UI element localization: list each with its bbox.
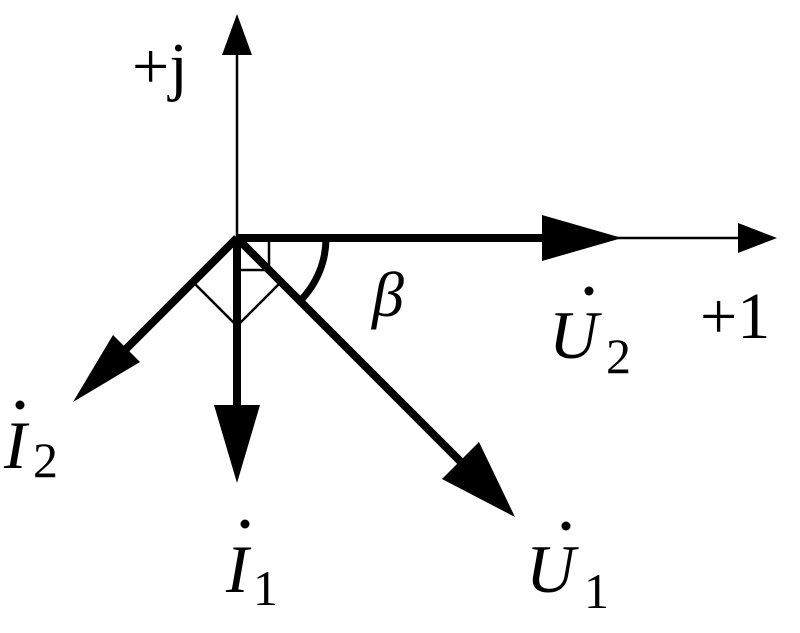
phasor-u1-line — [234, 235, 473, 474]
real-axis-label: +1 — [700, 280, 770, 353]
i1-dot — [240, 519, 250, 529]
i1-label-letter: I — [225, 531, 252, 607]
u1-label-subscript: 1 — [584, 563, 609, 619]
phasor-i2-line — [113, 235, 240, 362]
u2-label-letter: U — [549, 297, 602, 373]
u2-label-subscript: 2 — [606, 328, 631, 384]
imaginary-axis-arrowhead — [222, 14, 252, 55]
phasor-i2-arrowhead — [73, 335, 140, 402]
real-axis-arrowhead — [738, 223, 777, 253]
angle-arc-beta — [297, 237, 330, 304]
u1-dot — [561, 521, 571, 531]
i2-dot — [15, 400, 25, 410]
u1-label-letter: U — [526, 531, 579, 607]
phasor-u2-arrowhead — [542, 215, 622, 261]
i1-label-subscript: 1 — [253, 560, 278, 616]
i2-label-subscript: 2 — [33, 432, 58, 488]
phasor-i1-arrowhead — [214, 405, 260, 483]
i2-label-letter: I — [3, 407, 30, 483]
imaginary-axis-label: +j — [132, 30, 188, 103]
angle-beta-label: β — [370, 259, 404, 330]
u2-dot — [584, 286, 594, 296]
phasor-u1-arrowhead — [442, 442, 515, 517]
